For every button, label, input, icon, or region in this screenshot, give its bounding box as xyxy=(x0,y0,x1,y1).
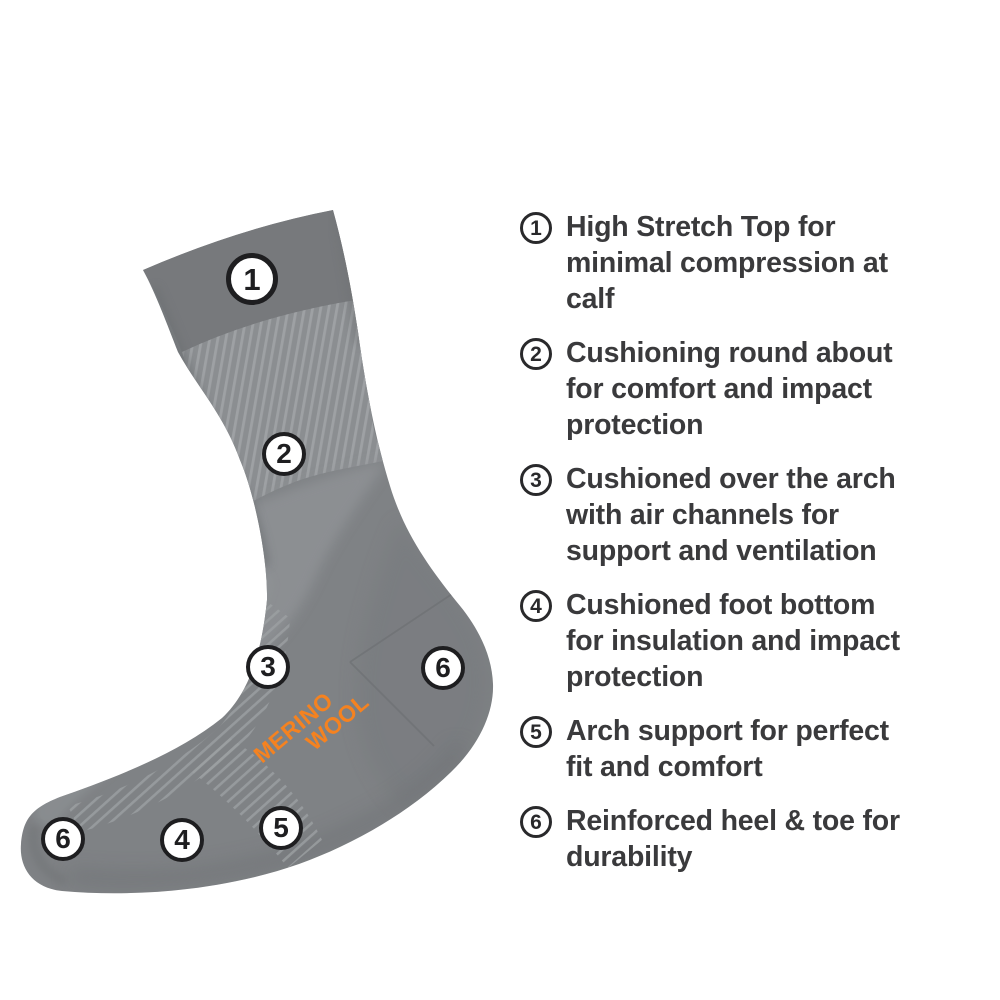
feature-item-4: 4 Cushioned foot bottom for insulation a… xyxy=(520,587,990,695)
toe-shading xyxy=(28,825,69,887)
callout-number: 3 xyxy=(260,651,276,682)
feature-number-badge: 5 xyxy=(520,716,552,748)
feature-item-2: 2 Cushioning round about for comfort and… xyxy=(520,335,990,443)
feature-number-badge: 2 xyxy=(520,338,552,370)
callout-number: 6 xyxy=(55,823,71,854)
feature-item-3: 3 Cushioned over the arch with air chann… xyxy=(520,461,990,569)
feature-number-badge: 1 xyxy=(520,212,552,244)
sock-callout-foot-bottom: 4 xyxy=(160,818,204,862)
feature-text: Cushioned over the arch with air channel… xyxy=(566,463,896,567)
sock-callout-ankle: 3 xyxy=(246,645,290,689)
feature-item-1: 1 High Stretch Top for minimal compressi… xyxy=(520,209,990,317)
feature-number-badge: 6 xyxy=(520,806,552,838)
callout-number: 4 xyxy=(174,824,190,855)
feature-item-5: 5 Arch support for perfect fit and comfo… xyxy=(520,713,990,785)
sock-callout-cuff: 1 xyxy=(226,253,278,305)
feature-list: 1 High Stretch Top for minimal compressi… xyxy=(520,209,990,875)
feature-number-badge: 3 xyxy=(520,464,552,496)
callout-number: 1 xyxy=(243,261,261,297)
feature-item-6: 6 Reinforced heel & toe for durability xyxy=(520,803,990,875)
callout-number: 2 xyxy=(276,438,292,469)
feature-text: Cushioned foot bottom for insulation and… xyxy=(566,589,900,693)
feature-text: Reinforced heel & toe for durability xyxy=(566,805,900,873)
sole-shading xyxy=(69,743,469,888)
heel-seam xyxy=(349,589,459,747)
feature-text: Cushioning round about for comfort and i… xyxy=(566,337,893,441)
sock-callout-heel: 6 xyxy=(421,646,465,690)
feature-text: Arch support for perfect fit and comfort xyxy=(566,715,889,783)
instep-light-panel xyxy=(85,460,388,765)
feature-number-badge: 4 xyxy=(520,590,552,622)
callout-number: 6 xyxy=(435,652,451,683)
callout-number: 5 xyxy=(273,812,289,843)
sock-callout-toe: 6 xyxy=(41,817,85,861)
arch-air-channel-stripes xyxy=(68,600,290,832)
sock-callout-leg: 2 xyxy=(262,432,306,476)
feature-text: High Stretch Top for minimal compression… xyxy=(566,211,888,315)
sock-callout-arch: 5 xyxy=(259,806,303,850)
